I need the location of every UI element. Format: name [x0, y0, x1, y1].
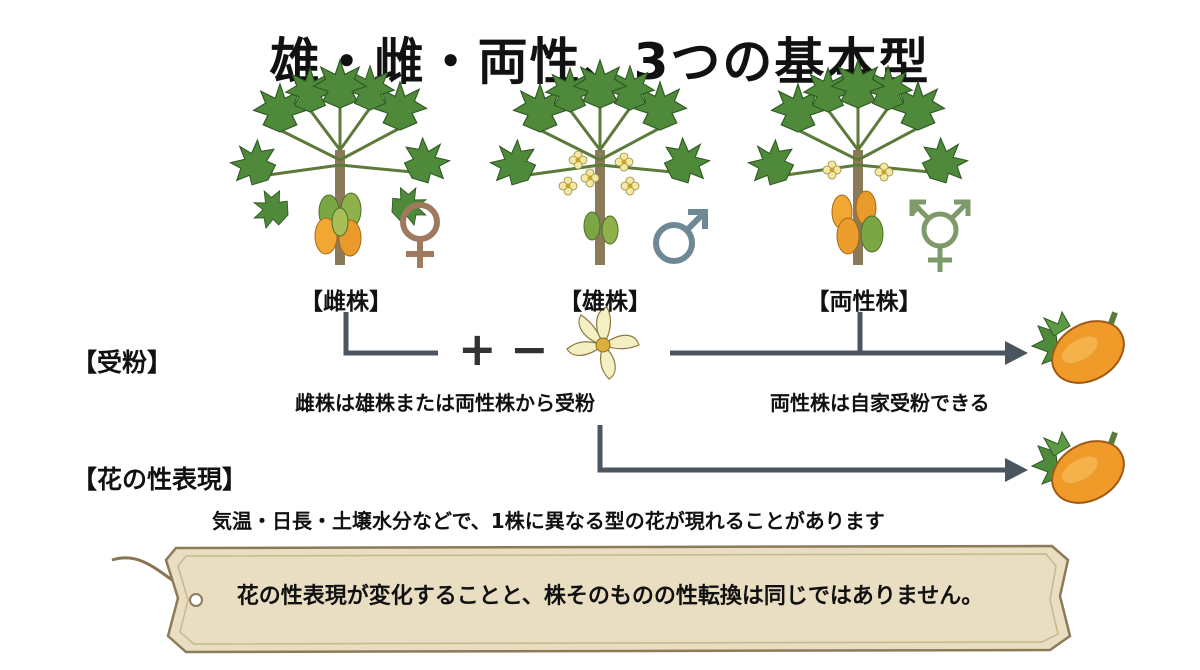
expression-label: 【花の性表現】 [72, 465, 248, 494]
expression-caption: 気温・日長・土壌水分などで、1株に異なる型の花が現れることがあります [212, 509, 885, 533]
male-symbol-icon [653, 209, 708, 264]
male-plant-label: 【雄株】 [559, 289, 651, 315]
hermaphrodite-papaya-plant [738, 59, 978, 265]
parchment-banner [111, 544, 1072, 654]
cross-pollination-caption: 雌株は雄株または両性株から受粉 [295, 391, 595, 415]
female-papaya-plant [220, 59, 460, 265]
hermaphrodite-plant-label: 【両性株】 [806, 289, 922, 315]
pollination-arrowhead [1005, 341, 1028, 365]
expression-arrowhead [1005, 458, 1028, 482]
pollination-label: 【受粉】 [72, 348, 173, 377]
pollination-connector [343, 312, 1005, 356]
plus-sign: + [458, 322, 497, 376]
transgender-symbol-icon [909, 199, 971, 272]
female-plant-label: 【雌株】 [300, 289, 392, 315]
self-pollination-caption: 両性株は自家受粉できる [770, 391, 990, 415]
papaya-fruit-icon [1030, 430, 1125, 504]
minus-sign: − [510, 322, 549, 376]
expression-connector [597, 425, 1005, 473]
female-symbol-icon [400, 202, 440, 268]
papaya-flower-icon [566, 306, 640, 380]
banner-text: 花の性表現が変化することと、株そのものの性転換は同じではありません。 [236, 584, 984, 609]
papaya-fruit-icon [1030, 310, 1125, 384]
male-papaya-plant [480, 59, 720, 265]
